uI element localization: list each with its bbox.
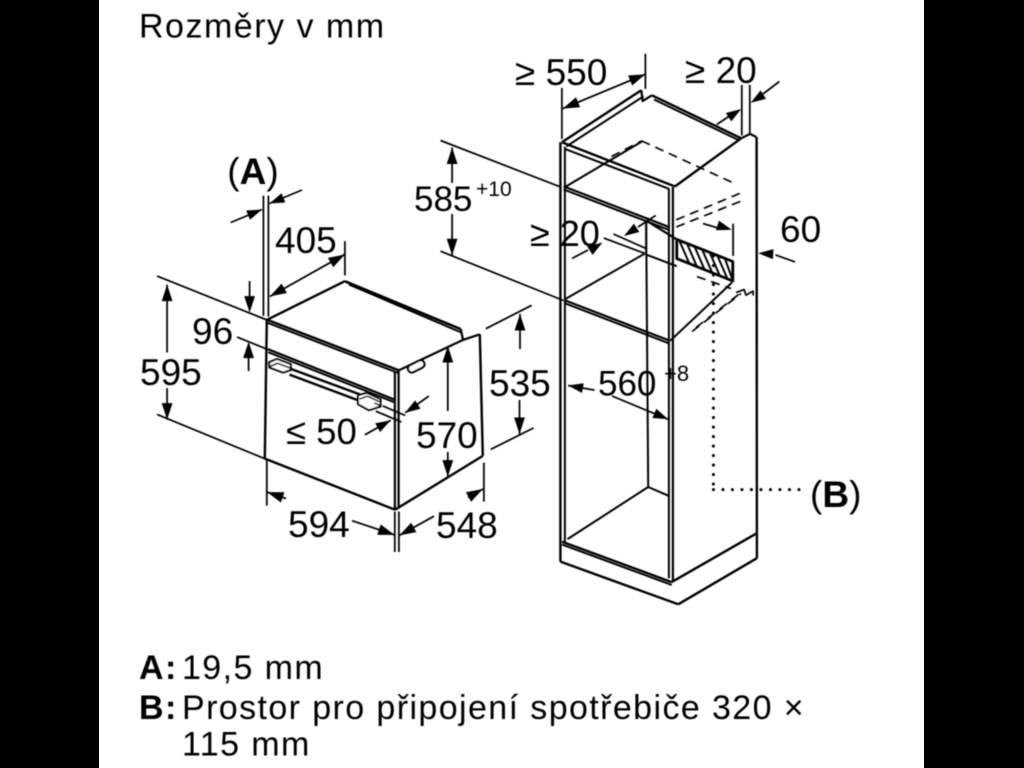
svg-text:60: 60	[780, 209, 821, 250]
svg-text:+10: +10	[476, 178, 512, 201]
svg-text:A:: A:	[139, 649, 178, 687]
svg-text:535: 535	[489, 363, 551, 404]
svg-text:(B): (B)	[810, 474, 861, 515]
svg-text:594: 594	[288, 504, 350, 545]
svg-text:≥ 550: ≥ 550	[515, 52, 607, 93]
svg-text:≥ 20: ≥ 20	[530, 213, 600, 254]
svg-text:560: 560	[598, 365, 656, 404]
svg-text:570: 570	[416, 415, 478, 456]
svg-text:+8: +8	[664, 361, 689, 386]
svg-text:595: 595	[140, 352, 202, 393]
svg-text:115 mm: 115 mm	[182, 726, 311, 764]
svg-text:≤ 50: ≤ 50	[286, 411, 357, 452]
svg-text:548: 548	[436, 505, 498, 546]
svg-text:Prostor pro připojení spotřebi: Prostor pro připojení spotřebiče 320 ×	[182, 689, 805, 727]
svg-text:96: 96	[192, 311, 233, 352]
svg-text:(A): (A)	[227, 151, 278, 192]
svg-text:≥ 20: ≥ 20	[685, 50, 757, 91]
svg-text:405: 405	[275, 220, 337, 261]
svg-text:B:: B:	[139, 689, 178, 727]
svg-text:Rozměry v mm: Rozměry v mm	[139, 8, 386, 46]
svg-text:585: 585	[414, 180, 472, 219]
svg-text:19,5 mm: 19,5 mm	[182, 649, 324, 687]
